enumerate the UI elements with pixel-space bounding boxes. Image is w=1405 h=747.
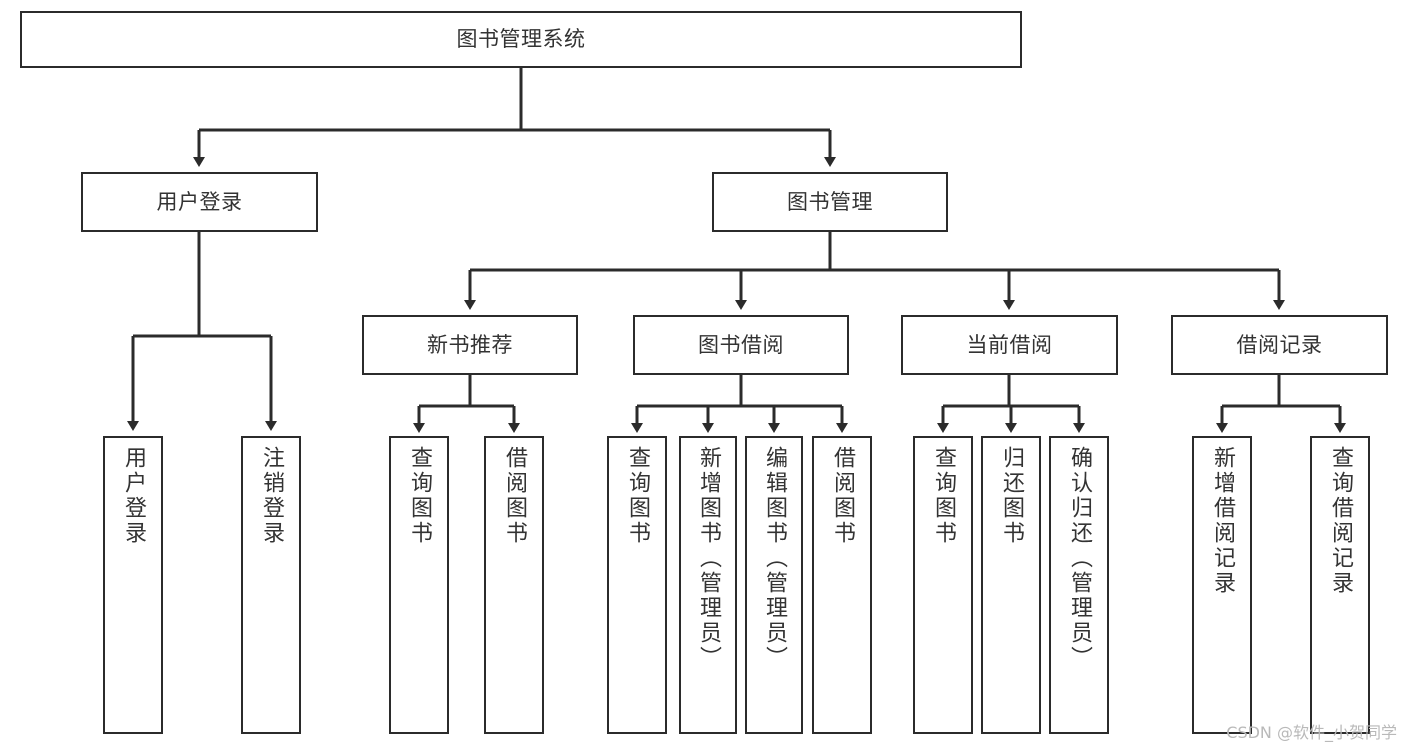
node-leaf-query-book-current-label: 查询图书 bbox=[931, 446, 956, 546]
node-new-book-recommend-label: 新书推荐 bbox=[427, 332, 513, 357]
node-leaf-add-borrow-record-label: 新增借阅记录 bbox=[1210, 446, 1235, 596]
node-leaf-logout-label: 注销登录 bbox=[259, 446, 284, 546]
node-leaf-confirm-return[interactable]: 确认归还（管理员） bbox=[1049, 436, 1109, 734]
node-leaf-borrow-book-recommend-label: 借阅图书 bbox=[502, 446, 527, 546]
node-borrow-record-label: 借阅记录 bbox=[1236, 332, 1323, 357]
node-user-login[interactable]: 用户登录 bbox=[81, 172, 318, 232]
node-current-borrow-label: 当前借阅 bbox=[966, 332, 1053, 357]
node-current-borrow[interactable]: 当前借阅 bbox=[901, 315, 1118, 375]
node-leaf-edit-book-label: 编辑图书（管理员） bbox=[762, 446, 787, 671]
node-leaf-borrow-book-label: 借阅图书 bbox=[830, 446, 855, 546]
node-leaf-query-book-borrow-label: 查询图书 bbox=[625, 446, 650, 546]
node-leaf-query-book-recommend-label: 查询图书 bbox=[407, 446, 432, 546]
node-leaf-return-book-label: 归还图书 bbox=[999, 446, 1024, 546]
node-user-login-label: 用户登录 bbox=[156, 189, 243, 214]
node-book-management-label: 图书管理 bbox=[787, 189, 873, 214]
node-leaf-query-book-recommend[interactable]: 查询图书 bbox=[389, 436, 449, 734]
node-leaf-query-book-current[interactable]: 查询图书 bbox=[913, 436, 973, 734]
watermark-text: CSDN @软件_小贺同学 bbox=[1226, 723, 1397, 742]
node-leaf-return-book[interactable]: 归还图书 bbox=[981, 436, 1041, 734]
node-leaf-add-book[interactable]: 新增图书（管理员） bbox=[679, 436, 737, 734]
node-leaf-add-book-label: 新增图书（管理员） bbox=[696, 446, 721, 671]
node-leaf-borrow-book-recommend[interactable]: 借阅图书 bbox=[484, 436, 544, 734]
node-root-label: 图书管理系统 bbox=[456, 27, 586, 52]
node-leaf-confirm-return-label: 确认归还（管理员） bbox=[1067, 446, 1092, 671]
node-leaf-user-login-label: 用户登录 bbox=[121, 446, 146, 546]
node-leaf-logout[interactable]: 注销登录 bbox=[241, 436, 301, 734]
node-leaf-query-book-borrow[interactable]: 查询图书 bbox=[607, 436, 667, 734]
node-leaf-add-borrow-record[interactable]: 新增借阅记录 bbox=[1192, 436, 1252, 734]
node-borrow-record[interactable]: 借阅记录 bbox=[1171, 315, 1388, 375]
node-leaf-query-borrow-record-label: 查询借阅记录 bbox=[1328, 446, 1353, 596]
node-new-book-recommend[interactable]: 新书推荐 bbox=[362, 315, 578, 375]
node-leaf-user-login[interactable]: 用户登录 bbox=[103, 436, 163, 734]
node-leaf-borrow-book[interactable]: 借阅图书 bbox=[812, 436, 872, 734]
node-leaf-query-borrow-record[interactable]: 查询借阅记录 bbox=[1310, 436, 1370, 734]
node-root[interactable]: 图书管理系统 bbox=[20, 11, 1022, 68]
node-book-borrow[interactable]: 图书借阅 bbox=[633, 315, 849, 375]
node-leaf-edit-book[interactable]: 编辑图书（管理员） bbox=[745, 436, 803, 734]
node-book-management[interactable]: 图书管理 bbox=[712, 172, 948, 232]
node-book-borrow-label: 图书借阅 bbox=[698, 332, 784, 357]
